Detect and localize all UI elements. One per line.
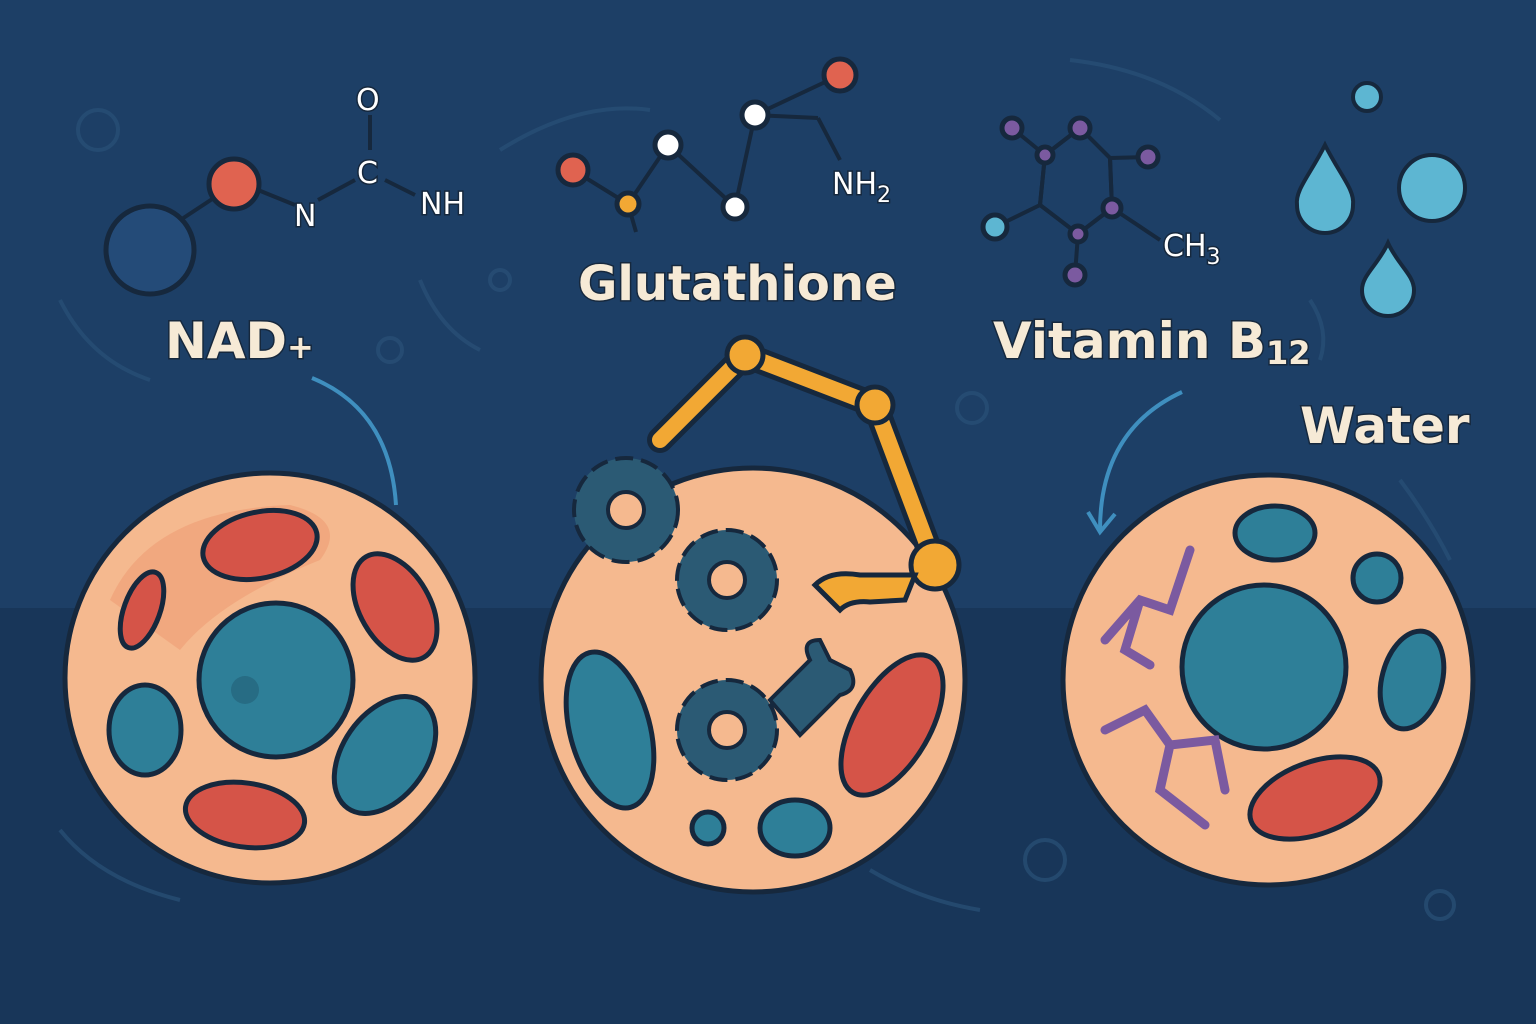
glutathione-atom <box>739 99 771 131</box>
nad-label: NAD+ <box>165 312 314 370</box>
vesicle <box>1232 503 1318 563</box>
nad-nh-label: NH <box>420 187 465 222</box>
mitochondrion <box>1247 754 1383 842</box>
b12-atom <box>1034 144 1056 166</box>
vesicle <box>1350 551 1404 605</box>
b12-arrow-line <box>1098 390 1183 531</box>
cell-glutathione <box>538 334 968 895</box>
mitochondrion <box>350 551 440 663</box>
nad-c-label: C <box>357 156 378 191</box>
b12-molecule: CH3 <box>980 115 1222 288</box>
mitochondrion <box>182 779 308 851</box>
glutathione-atom <box>614 190 642 218</box>
mitochondrion <box>563 649 657 811</box>
arm-gripper <box>811 571 919 614</box>
nad-oxygen-atom <box>206 156 262 212</box>
nucleus <box>196 600 356 760</box>
b12-molecule-in-cell <box>1100 545 1230 830</box>
mitochondrion <box>117 569 167 651</box>
arm-joint <box>854 384 896 426</box>
glutathione-molecule: NH2 <box>555 56 893 233</box>
nad-large-atom <box>103 203 197 297</box>
nad-arrow-line <box>311 376 398 506</box>
nad-n-label: N <box>294 199 316 234</box>
vesicle <box>1377 628 1447 732</box>
gears <box>572 456 856 782</box>
arm-joint <box>908 538 962 592</box>
vitamin-b12-label: Vitamin B12 <box>993 312 1310 372</box>
water-droplet <box>1294 140 1356 235</box>
wrench-icon <box>767 637 856 738</box>
mitochondrion <box>838 652 946 798</box>
water-label: Water <box>1300 397 1470 455</box>
water-droplet <box>1397 153 1467 223</box>
glutathione-label: Glutathione <box>578 256 897 312</box>
decorative-swirls <box>58 58 1456 921</box>
cell-b12-water <box>1060 472 1476 888</box>
mitochondrion <box>200 508 320 582</box>
b12-atom <box>980 212 1010 242</box>
cell-nad <box>62 470 478 886</box>
glutathione-atom <box>821 56 859 94</box>
glutathione-atom <box>720 192 750 222</box>
b12-atom <box>999 115 1025 141</box>
vesicle <box>757 797 833 859</box>
arm-joint <box>724 334 766 376</box>
vesicle <box>106 682 184 778</box>
b12-atom <box>1062 262 1088 288</box>
water-droplet <box>1359 238 1417 318</box>
glutathione-atom <box>652 129 684 161</box>
nad-molecule: O C N NH <box>103 82 467 297</box>
water-drops <box>1294 81 1467 318</box>
nucleolus <box>231 676 259 704</box>
nad-o-label: O <box>356 83 380 118</box>
water-droplet <box>1351 81 1383 113</box>
b12-atom <box>1067 115 1093 141</box>
b12-atom <box>1135 144 1161 170</box>
vesicle <box>689 809 727 847</box>
b12-atom <box>1067 223 1089 245</box>
nucleus <box>1179 582 1349 752</box>
b12-ch3-label: CH3 <box>1163 229 1221 270</box>
robot-arm <box>647 334 962 614</box>
vesicle <box>331 694 439 816</box>
b12-arrow-head <box>1086 510 1117 536</box>
glutathione-nh2-label: NH2 <box>832 167 891 208</box>
glutathione-atom <box>555 152 591 188</box>
b12-atom <box>1100 196 1124 220</box>
